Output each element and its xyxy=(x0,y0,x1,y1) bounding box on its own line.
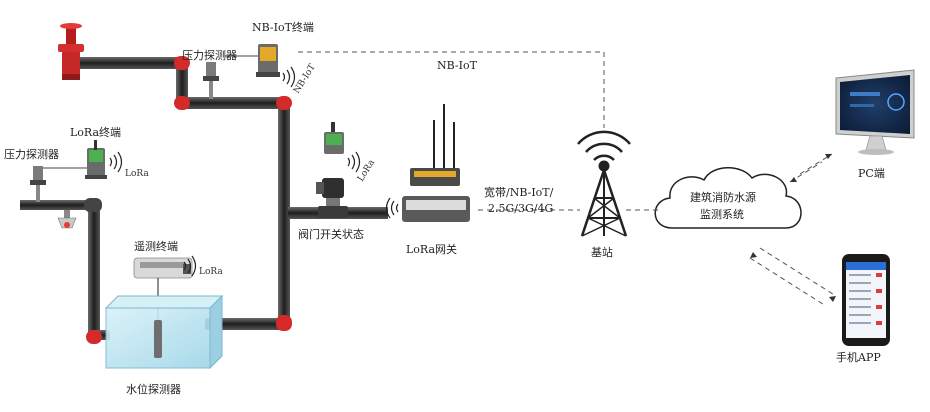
pc-label: PC端 xyxy=(858,167,885,180)
pressure-probe-left-icon xyxy=(30,166,46,202)
pressure-probe-top-icon xyxy=(203,62,219,99)
nbiot-signal-icon xyxy=(282,66,296,88)
network-types-line2: 2.5G/3G/4G xyxy=(488,202,553,215)
base-station-tower-icon xyxy=(577,130,631,237)
lora-terminal-left-device xyxy=(85,140,107,179)
water-tank xyxy=(104,294,224,370)
nbiot-terminal-device xyxy=(256,44,280,77)
nbiot-wave-label: NB-IoT xyxy=(292,63,318,96)
sprinkler-icon xyxy=(57,210,77,229)
arrowheads xyxy=(750,154,836,302)
lora-gateway-label: LoRa网关 xyxy=(406,242,457,256)
lora-signal-telemetry-icon xyxy=(183,255,197,277)
lora-signal-left-icon xyxy=(109,151,123,173)
telemetry-terminal-label: 遥测终端 xyxy=(134,239,178,253)
valve-lora-terminal-device xyxy=(324,122,344,154)
mobile-app-label: 手机APP xyxy=(836,350,881,364)
nbiot-terminal-label: NB-IoT终端 xyxy=(252,20,314,34)
elbow-joint xyxy=(276,96,292,110)
lora-terminal-label: LoRa终端 xyxy=(70,125,121,139)
lora-left-label: LoRa xyxy=(125,169,149,179)
lora-signal-valve-icon xyxy=(347,151,361,173)
telemetry-terminal-device xyxy=(133,257,193,279)
network-types-line1: 宽带/NB-IoT/ xyxy=(484,185,554,199)
valve-status-label: 阀门开关状态 xyxy=(298,227,364,241)
elbow-joint xyxy=(174,56,190,70)
valve-actuator-icon xyxy=(316,178,348,218)
elbow-joint xyxy=(86,330,102,344)
base-station-label: 基站 xyxy=(591,245,613,259)
pipe-network xyxy=(20,56,388,344)
mobile-phone-icon xyxy=(842,254,890,346)
cloud-label-line2: 监测系统 xyxy=(700,208,744,221)
elbow-joint xyxy=(174,96,190,110)
fire-hydrant-icon xyxy=(58,23,84,80)
elbow-joint xyxy=(276,315,292,331)
cloud-label-line1: 建筑消防水源 xyxy=(690,190,756,204)
lora-gateway-device xyxy=(402,104,470,222)
pressure-probe-top-label: 压力探测器 xyxy=(182,49,237,62)
nbiot-link-label: NB-IoT xyxy=(437,59,478,72)
water-level-sensor-icon xyxy=(154,320,162,358)
pressure-probe-left-label: 压力探测器 xyxy=(4,148,59,161)
lora-signal-gateway-icon xyxy=(385,197,399,219)
network-links xyxy=(298,51,837,307)
cloud-shape xyxy=(654,167,802,229)
lora-telemetry-label: LoRa xyxy=(199,267,223,277)
water-level-probe-label: 水位探测器 xyxy=(126,382,181,396)
pc-monitor-icon xyxy=(835,69,915,155)
